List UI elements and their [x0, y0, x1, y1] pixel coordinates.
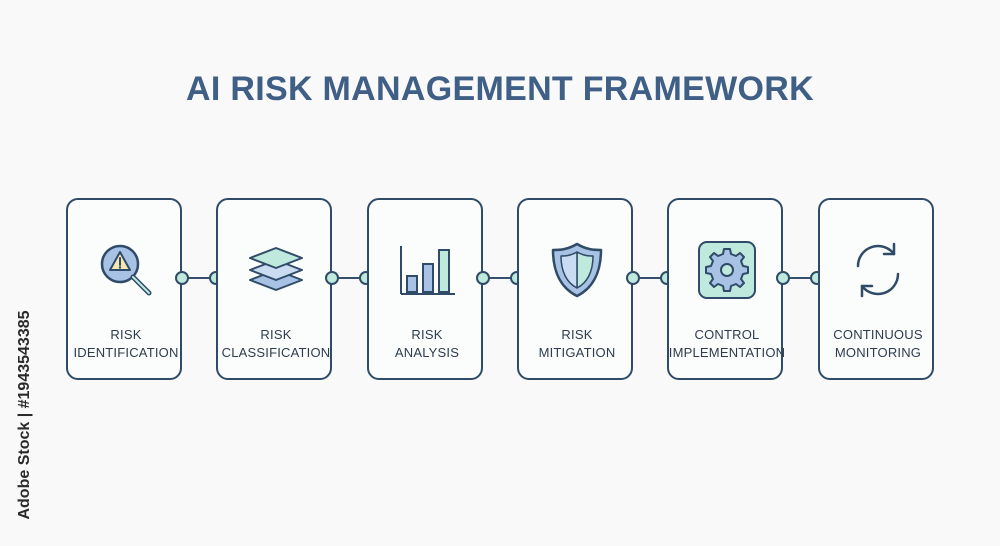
- connector-node: [776, 271, 790, 285]
- connector-node: [626, 271, 640, 285]
- stock-watermark-text: Adobe Stock | #1943543385: [16, 310, 33, 520]
- step-card-risk-identification: RISK IDENTIFICATION: [66, 198, 182, 380]
- step-label-line1: CONTINUOUS: [833, 327, 923, 342]
- step-label: RISK ANALYSIS: [349, 326, 505, 362]
- connector-node: [476, 271, 490, 285]
- step-label-line1: RISK: [260, 327, 292, 342]
- connector-3: [483, 277, 517, 279]
- refresh-icon: [848, 240, 908, 300]
- step-label-line2: IDENTIFICATION: [73, 345, 179, 360]
- connector-1: [182, 277, 216, 279]
- stock-watermark: Adobe Stock | #1943543385: [10, 300, 40, 530]
- shield-icon: [547, 240, 607, 300]
- step-label-line2: MITIGATION: [538, 345, 616, 360]
- step-card-risk-mitigation: RISK MITIGATION: [517, 198, 633, 380]
- step-card-continuous-monitoring: CONTINUOUS MONITORING: [818, 198, 934, 380]
- step-label-line2: CLASSIFICATION: [221, 345, 331, 360]
- step-card-risk-classification: RISK CLASSIFICATION: [216, 198, 332, 380]
- layers-icon: [246, 240, 306, 300]
- step-label-line2: MONITORING: [834, 345, 922, 360]
- step-label-line1: RISK: [110, 327, 142, 342]
- step-label-line1: CONTROL: [694, 327, 760, 342]
- magnifier-warning-icon: [96, 240, 156, 300]
- connector-4: [633, 277, 667, 279]
- step-card-control-implementation: CONTROL IMPLEMENTATION: [667, 198, 785, 380]
- step-label: CONTROL IMPLEMENTATION: [649, 326, 805, 362]
- connector-node: [325, 271, 339, 285]
- connector-5: [783, 277, 817, 279]
- step-label: RISK CLASSIFICATION: [198, 326, 354, 362]
- step-label: RISK MITIGATION: [499, 326, 655, 362]
- step-label-line2: IMPLEMENTATION: [668, 345, 786, 360]
- step-label: CONTINUOUS MONITORING: [800, 326, 956, 362]
- bar-chart-icon: [397, 240, 457, 300]
- step-label-line2: ANALYSIS: [394, 345, 460, 360]
- step-label-line1: RISK: [561, 327, 593, 342]
- gear-icon: [697, 240, 757, 300]
- diagram-title: AI RISK MANAGEMENT FRAMEWORK: [186, 70, 814, 108]
- step-card-risk-analysis: RISK ANALYSIS: [367, 198, 483, 380]
- connector-node: [175, 271, 189, 285]
- step-label: RISK IDENTIFICATION: [48, 326, 204, 362]
- step-label-line1: RISK: [411, 327, 443, 342]
- connector-2: [332, 277, 366, 279]
